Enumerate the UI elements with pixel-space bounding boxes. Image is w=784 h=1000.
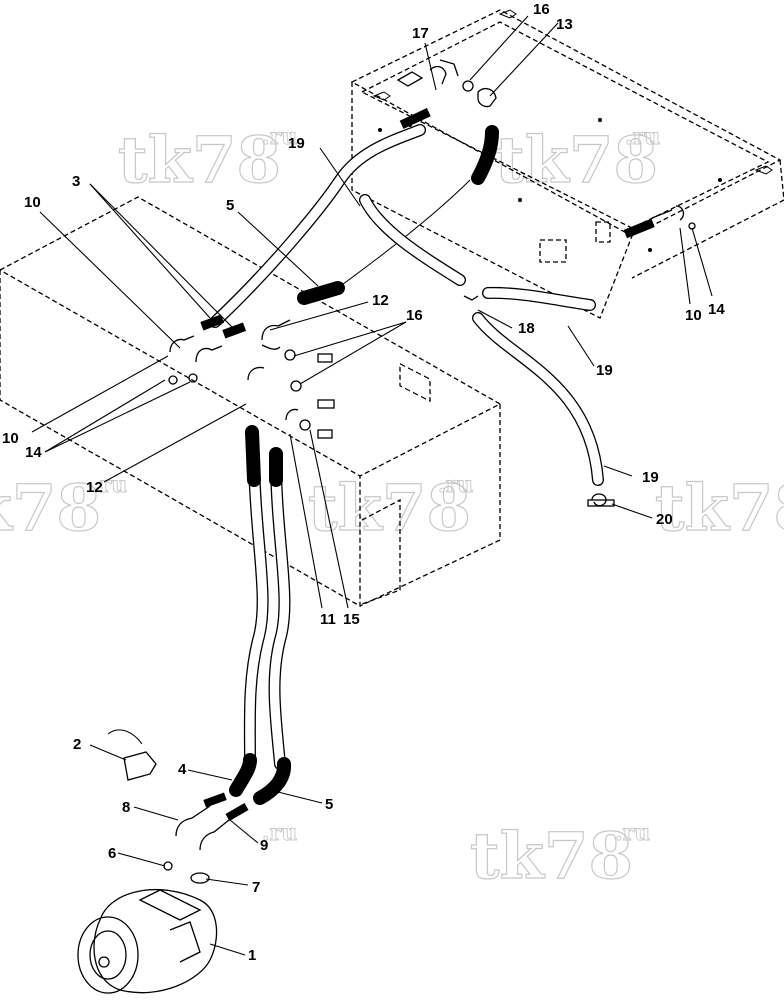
watermark-suffix: .ru <box>262 124 297 150</box>
callout-19: 19 <box>288 135 305 152</box>
callout-14: 14 <box>708 301 725 318</box>
watermark: tk78 <box>495 123 658 198</box>
callout-7: 7 <box>252 879 260 896</box>
leader-lines <box>31 15 713 956</box>
callout-2: 2 <box>73 736 81 753</box>
callout-12: 12 <box>86 479 103 496</box>
hose-routing <box>209 124 604 805</box>
callout-16: 16 <box>406 307 423 324</box>
callout-19: 19 <box>642 469 659 486</box>
watermark: tk78 <box>0 471 101 546</box>
callout-labels: 1 2 3 4 5 5 6 7 8 9 10 10 10 11 12 12 13… <box>2 1 725 964</box>
watermark-suffix: .ru <box>615 820 650 846</box>
callout-12: 12 <box>372 292 389 309</box>
callout-18: 18 <box>518 320 535 337</box>
callout-20: 20 <box>656 511 673 528</box>
callout-4: 4 <box>178 761 187 778</box>
evaporator-housing <box>350 9 784 403</box>
fittings <box>107 59 696 884</box>
watermark-suffix: .ru <box>625 124 660 150</box>
callout-3: 3 <box>72 173 80 190</box>
callout-17: 17 <box>412 25 429 42</box>
callout-14: 14 <box>25 444 42 461</box>
callout-8: 8 <box>122 799 130 816</box>
watermark-suffix: .ru <box>92 472 127 498</box>
compressor <box>77 888 218 994</box>
callout-9: 9 <box>260 837 268 854</box>
callout-10: 10 <box>2 430 19 447</box>
callout-15: 15 <box>343 611 360 628</box>
watermark-layer: tk78 .ru tk78 .ru tk78 .ru tk78 .ru tk78… <box>0 122 784 894</box>
callout-5: 5 <box>226 197 234 214</box>
watermark: tk78 <box>470 819 633 894</box>
watermark: tk78 <box>655 471 784 546</box>
watermark-suffix: .ru <box>438 472 473 498</box>
callout-6: 6 <box>108 845 116 862</box>
callout-13: 13 <box>556 16 573 33</box>
watermark-suffix: .ru <box>262 820 297 846</box>
callout-10: 10 <box>24 194 41 211</box>
callout-10: 10 <box>685 307 702 324</box>
callout-5: 5 <box>325 796 333 813</box>
watermark: tk78 <box>118 123 281 198</box>
callout-16: 16 <box>533 1 550 18</box>
watermark: tk78 <box>308 471 471 546</box>
callout-19: 19 <box>596 362 613 379</box>
callout-1: 1 <box>248 947 256 964</box>
callout-11: 11 <box>320 611 336 628</box>
